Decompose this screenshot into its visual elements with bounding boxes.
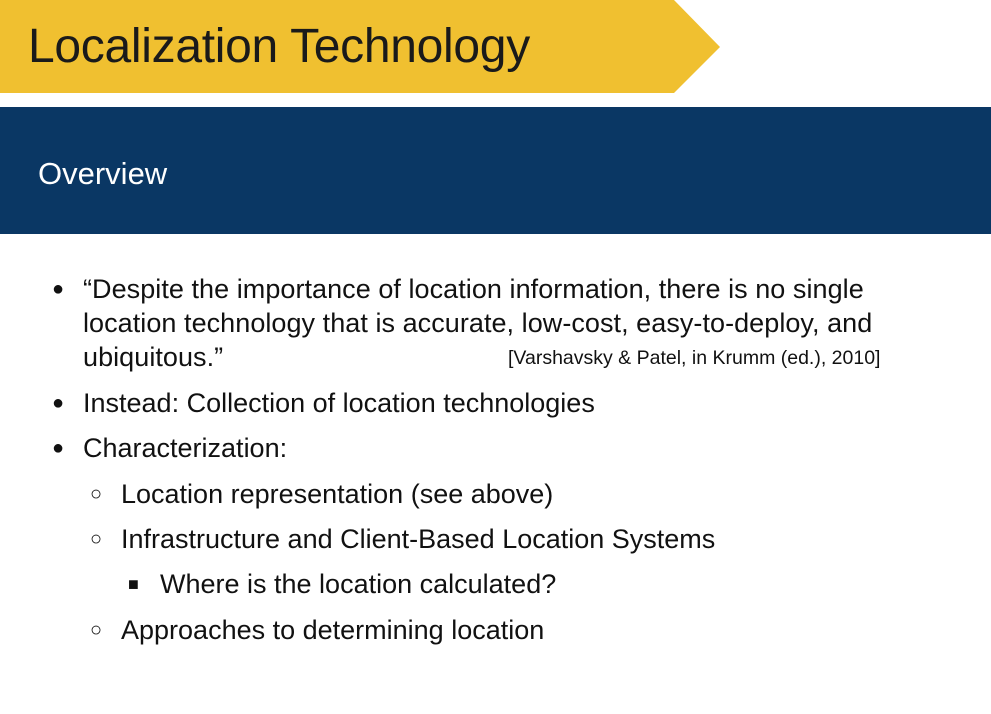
quote-line-3: ubiquitous.” bbox=[83, 342, 224, 372]
sub-bullet-marker: ○ bbox=[90, 528, 103, 550]
bullet-marker: ● bbox=[52, 278, 65, 300]
slide-subtitle: Overview bbox=[38, 156, 168, 191]
quote-line-2: location technology that is accurate, lo… bbox=[83, 308, 873, 338]
slide-title: Localization Technology bbox=[28, 20, 530, 73]
sub-item-location-representation: Location representation (see above) bbox=[121, 479, 554, 509]
quote-line-1: “Despite the importance of location info… bbox=[83, 274, 864, 304]
sub-bullet-marker: ○ bbox=[90, 619, 103, 641]
title-banner-shape bbox=[0, 0, 720, 93]
title-banner: Localization Technology bbox=[0, 0, 722, 93]
list-item-instead: Instead: Collection of location technolo… bbox=[83, 388, 595, 418]
bullet-marker: ● bbox=[52, 392, 65, 414]
sub-item-approaches: Approaches to determining location bbox=[121, 615, 545, 645]
sub-sub-item-where-calculated: Where is the location calculated? bbox=[160, 569, 557, 599]
list-item-characterization: Characterization: bbox=[83, 433, 288, 463]
subtitle-band: Overview bbox=[0, 107, 991, 234]
sub-sub-bullet-marker: ■ bbox=[128, 574, 139, 594]
sub-bullet-marker: ○ bbox=[90, 483, 103, 505]
quote-citation: [Varshavsky & Patel, in Krumm (ed.), 201… bbox=[508, 347, 881, 369]
sub-item-infrastructure-client: Infrastructure and Client-Based Location… bbox=[121, 524, 716, 554]
bullet-marker: ● bbox=[52, 437, 65, 459]
